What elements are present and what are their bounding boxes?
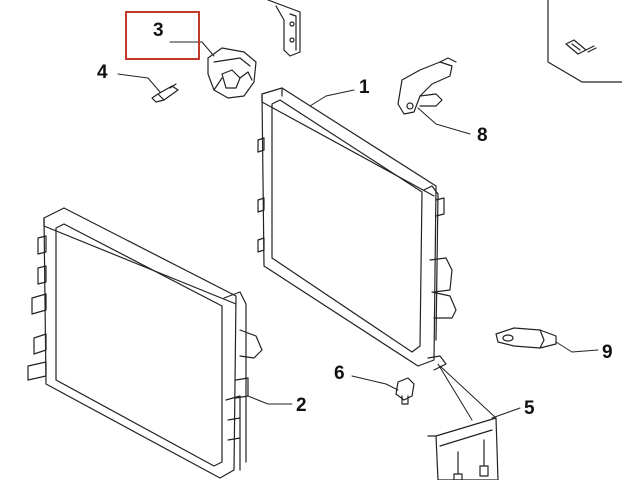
- callout-3-highlight-box: [125, 11, 200, 60]
- callout-8: 8: [477, 125, 488, 146]
- part-5-kit: [427, 417, 499, 480]
- screw-part-top-right: [565, 39, 597, 55]
- leader-5c: [439, 365, 497, 419]
- leader-4: [117, 73, 161, 93]
- part-4-bolt: [151, 83, 179, 103]
- callout-5: 5: [524, 398, 535, 419]
- callout-4: 4: [97, 62, 108, 83]
- detail-frame-top-right: [547, 0, 622, 83]
- part-9-bracket: [495, 327, 557, 349]
- part-1-radiator: [257, 87, 457, 371]
- leader-8: [417, 107, 471, 135]
- part-3-clip: [207, 47, 257, 99]
- leader-5b: [437, 363, 473, 421]
- callout-2: 2: [296, 395, 307, 416]
- part-6-fastener: [395, 377, 415, 405]
- top-bracket: [267, 0, 301, 57]
- leader-2: [247, 395, 293, 405]
- callout-9: 9: [602, 342, 613, 363]
- leader-5: [491, 407, 521, 419]
- callout-1: 1: [359, 77, 370, 98]
- leader-1: [309, 89, 355, 107]
- leader-3: [169, 41, 215, 57]
- callout-3: 3: [153, 20, 164, 41]
- leader-6: [351, 375, 399, 391]
- part-2-radiator: [27, 207, 263, 479]
- callout-6: 6: [334, 363, 345, 384]
- leader-lines: [117, 41, 599, 421]
- part-8-bracket: [397, 57, 457, 115]
- leader-9: [555, 341, 599, 353]
